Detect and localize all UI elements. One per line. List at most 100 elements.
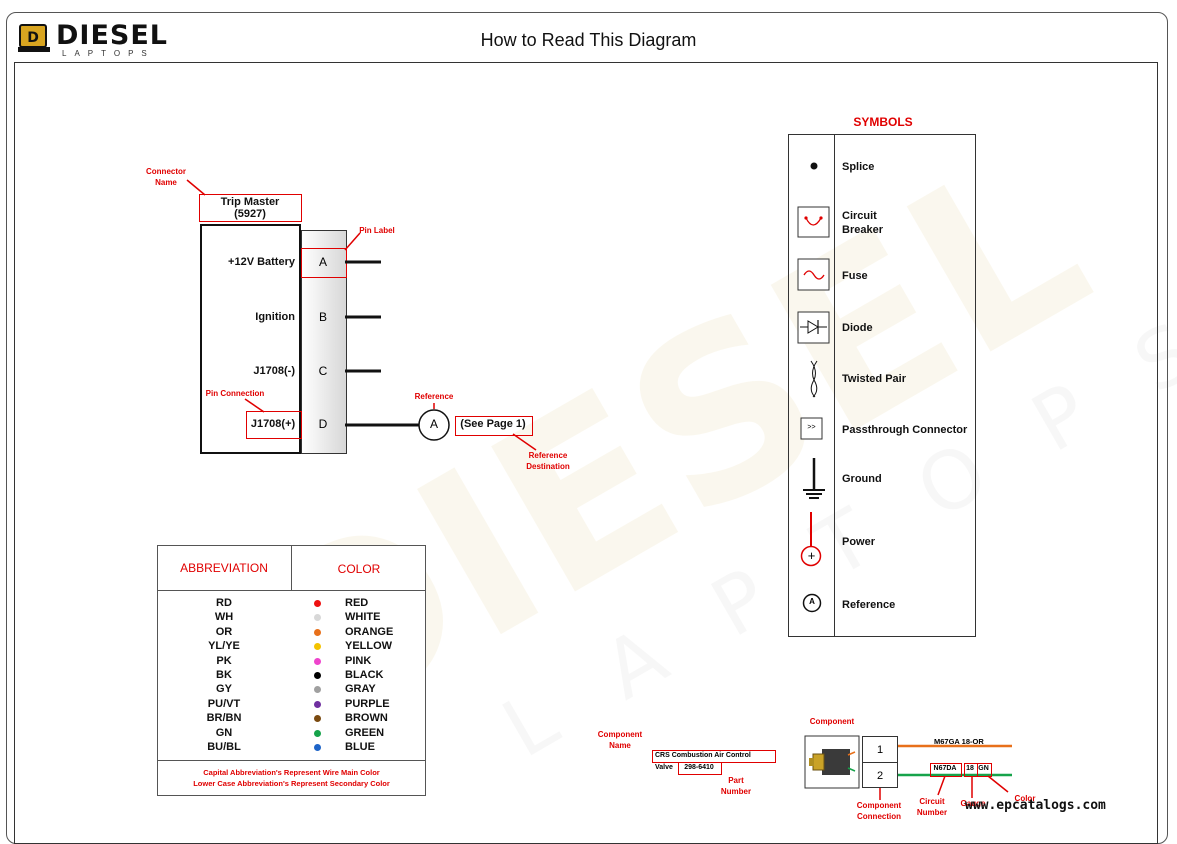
pin-name-a: +12V Battery bbox=[228, 256, 295, 268]
color-name-cell: BLUE bbox=[345, 741, 375, 753]
symbol-label-twisted-pair: Twisted Pair bbox=[842, 373, 906, 385]
reference-annotation: Reference bbox=[414, 392, 454, 401]
symbol-label-power: Power bbox=[842, 536, 876, 548]
abbreviation-cell: PK bbox=[216, 654, 232, 667]
circuit-breaker-icon bbox=[797, 206, 830, 238]
abbreviation-cell: RD bbox=[216, 597, 232, 609]
splice-icon bbox=[810, 162, 818, 170]
color-header: COLOR bbox=[337, 562, 381, 576]
abbreviation-cell: YL/YE bbox=[208, 640, 240, 653]
color-swatch-icon bbox=[314, 729, 321, 737]
color-name-cell: PINK bbox=[345, 654, 372, 667]
abbreviation-cell: PU/VT bbox=[207, 697, 241, 710]
abbreviation-cell: OR bbox=[215, 625, 233, 638]
power-glyph: + bbox=[807, 548, 816, 563]
color-swatch-icon bbox=[314, 657, 321, 665]
watermark-url: www.epcatalogs.com bbox=[965, 798, 1106, 813]
gauge-annotation: Gauge bbox=[960, 799, 986, 808]
logo-subtitle: LAPTOPS bbox=[62, 49, 155, 58]
color-swatch-icon bbox=[314, 700, 321, 708]
part-number-box bbox=[678, 762, 722, 775]
diode-icon bbox=[797, 311, 830, 344]
twisted-pair-icon bbox=[810, 360, 818, 398]
color-swatch-icon bbox=[314, 643, 321, 651]
circuit-number-annotation: Circuit Number bbox=[916, 797, 948, 817]
color-name-cell: RED bbox=[345, 597, 369, 609]
symbols-table bbox=[788, 134, 976, 637]
pin-name-b: Ignition bbox=[255, 311, 295, 323]
wire-color-box bbox=[977, 763, 992, 777]
color-name-cell: PURPLE bbox=[345, 697, 390, 710]
pin-connection-annotation: Pin Connection bbox=[205, 389, 265, 398]
color-annotation: Color bbox=[1014, 794, 1036, 803]
wire-color-value: GN bbox=[978, 765, 989, 772]
component-name-annotation: Component Name bbox=[597, 730, 643, 750]
symbol-label-diode: Diode bbox=[842, 322, 873, 334]
pin-name-c: J1708(-) bbox=[253, 365, 295, 377]
color-name-cell: BLACK bbox=[345, 669, 384, 681]
abbreviation-header: ABBREVIATION bbox=[180, 561, 268, 575]
svg-text:D: D bbox=[27, 30, 39, 46]
reference-destination-annotation: Reference Destination bbox=[526, 451, 570, 471]
symbols-title: SYMBOLS bbox=[853, 115, 913, 129]
color-swatch-icon bbox=[314, 600, 321, 607]
color-swatch-icon bbox=[314, 672, 321, 679]
connector-pin-block bbox=[301, 230, 347, 454]
symbol-label-circuit-breaker: Circuit Breaker bbox=[842, 210, 883, 236]
reference-icon bbox=[802, 593, 822, 613]
symbol-label-ground: Ground bbox=[842, 473, 882, 485]
component-wires bbox=[879, 744, 1012, 800]
symbol-label-reference: Reference bbox=[842, 599, 896, 611]
abbreviation-note-line1: Capital Abbreviation's Represent Wire Ma… bbox=[203, 768, 380, 777]
symbol-label-splice: Splice bbox=[842, 161, 875, 173]
symbol-label-fuse: Fuse bbox=[842, 270, 868, 282]
pin-label-c: C bbox=[318, 364, 328, 378]
pin-label-d: D bbox=[318, 417, 328, 431]
power-icon bbox=[800, 512, 822, 567]
abbreviation-column-divider bbox=[291, 545, 292, 590]
reference-destination: (See Page 1) bbox=[460, 418, 526, 430]
logo-wordmark: DIESEL bbox=[56, 20, 168, 51]
connector-name-leader bbox=[186, 179, 206, 196]
circuit-number-box bbox=[930, 763, 962, 777]
color-swatch-icon bbox=[314, 715, 321, 723]
passthrough-glyph: >> bbox=[807, 424, 816, 431]
part-number-annotation: Part Number bbox=[720, 776, 752, 796]
color-swatch-icon bbox=[314, 744, 321, 751]
passthrough-connector-icon bbox=[800, 417, 823, 440]
pin-label-a: A bbox=[318, 255, 327, 269]
reference-letter: A bbox=[429, 417, 438, 431]
connector-name-box bbox=[199, 194, 302, 222]
ground-icon bbox=[803, 458, 825, 499]
abbreviation-cell: BK bbox=[216, 669, 232, 681]
connector-id: (5927) bbox=[234, 208, 266, 220]
component-name-line1: CRS Combustion Air Control bbox=[655, 752, 751, 759]
logo-laptop-icon: D bbox=[18, 24, 50, 52]
fuse-icon bbox=[797, 258, 830, 291]
connector-body bbox=[200, 224, 301, 454]
color-swatch-icon bbox=[314, 614, 321, 622]
pin-connection-box bbox=[246, 411, 302, 439]
abbreviation-cell: BR/BN bbox=[206, 712, 242, 725]
symbol-icons bbox=[797, 162, 830, 613]
color-swatch-icon bbox=[314, 686, 321, 694]
component-annotation: Component bbox=[809, 717, 855, 726]
part-number: 298-6410 bbox=[684, 764, 714, 771]
component-connection-annotation: Component Connection bbox=[856, 801, 902, 821]
abbreviation-note-line2: Lower Case Abbreviation's Represent Seco… bbox=[193, 779, 390, 788]
wire-top-label: M67GA 18-OR bbox=[934, 737, 984, 746]
connector-name-annotation: Connector Name bbox=[146, 167, 186, 187]
symbol-label-passthrough-connector: Passthrough Connector bbox=[842, 424, 968, 436]
color-name-cell: ORANGE bbox=[345, 625, 394, 638]
component-pin-1: 1 bbox=[876, 744, 884, 756]
abbreviation-cell: GN bbox=[215, 726, 233, 739]
abbreviation-header-divider bbox=[157, 590, 426, 591]
color-name-cell: BROWN bbox=[345, 712, 388, 725]
abbreviation-cell: WH bbox=[214, 611, 234, 624]
reference-glyph: A bbox=[809, 597, 815, 606]
circuit-number: N67DA bbox=[933, 765, 957, 772]
color-name-cell: GRAY bbox=[345, 683, 376, 696]
symbols-divider bbox=[834, 134, 835, 637]
reference-destination-box bbox=[455, 416, 533, 436]
connector-title: Trip Master bbox=[220, 196, 280, 208]
